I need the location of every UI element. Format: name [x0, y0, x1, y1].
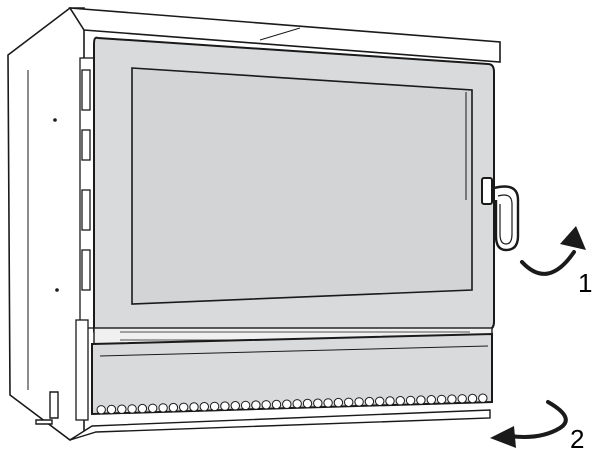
- step-label-1: 1: [578, 268, 592, 298]
- tray-scallop: [106, 404, 117, 415]
- tray-scallop: [189, 402, 199, 412]
- tray-scallop: [375, 396, 385, 406]
- tray-scallop-edge: [96, 393, 488, 415]
- tray-scallop: [230, 401, 241, 411]
- tray-scallop: [478, 393, 488, 403]
- drip-tray: [91, 332, 493, 416]
- tray-scallop: [426, 395, 436, 405]
- rotate-arrow-2: 2: [490, 400, 584, 454]
- tray-scallop: [179, 402, 189, 412]
- tray-scallop: [220, 401, 230, 411]
- step-label-2: 2: [570, 424, 584, 454]
- tray-scallop: [137, 403, 148, 414]
- tray-scallop: [395, 396, 405, 406]
- door-handle: [481, 177, 520, 252]
- tray-scallop: [364, 396, 375, 407]
- oven-door: [93, 36, 495, 338]
- cabinet-top-panel: [68, 7, 501, 63]
- cabinet-side-panel: [7, 7, 85, 441]
- tray-scallop: [323, 398, 333, 408]
- tray-scallop: [240, 400, 251, 411]
- hinge-strip: [75, 57, 95, 421]
- tray-scallop: [158, 403, 168, 413]
- tray-scallop: [447, 394, 457, 404]
- tray-scallop: [148, 403, 158, 413]
- tray-scallop: [457, 394, 467, 404]
- tray-scallop: [385, 396, 395, 406]
- tray-scallop: [354, 397, 364, 407]
- tray-scallop: [251, 400, 261, 410]
- tray-scallop: [209, 401, 220, 412]
- tray-scallop: [416, 395, 426, 405]
- tray-scallop: [302, 398, 313, 409]
- tray-scallop: [282, 399, 292, 409]
- tray-scallop: [313, 398, 323, 408]
- tray-scallop: [467, 393, 478, 404]
- rotate-arrow-1: 1: [520, 226, 592, 298]
- tray-scallop: [405, 395, 416, 406]
- tray-scallop: [96, 405, 106, 415]
- tray-scallop: [436, 394, 447, 405]
- door-window: [131, 67, 473, 305]
- base-rail: [35, 391, 491, 441]
- tray-scallop: [199, 402, 210, 412]
- tray-scallop: [271, 399, 282, 410]
- tray-scallop: [344, 397, 354, 407]
- tray-scallop: [117, 404, 127, 414]
- tray-scallop: [333, 397, 344, 408]
- tray-scallop: [168, 402, 179, 413]
- tray-scallop: [261, 400, 271, 410]
- cabinet-body: [7, 7, 501, 441]
- tray-scallop: [127, 404, 137, 414]
- tray-scallop: [292, 399, 302, 409]
